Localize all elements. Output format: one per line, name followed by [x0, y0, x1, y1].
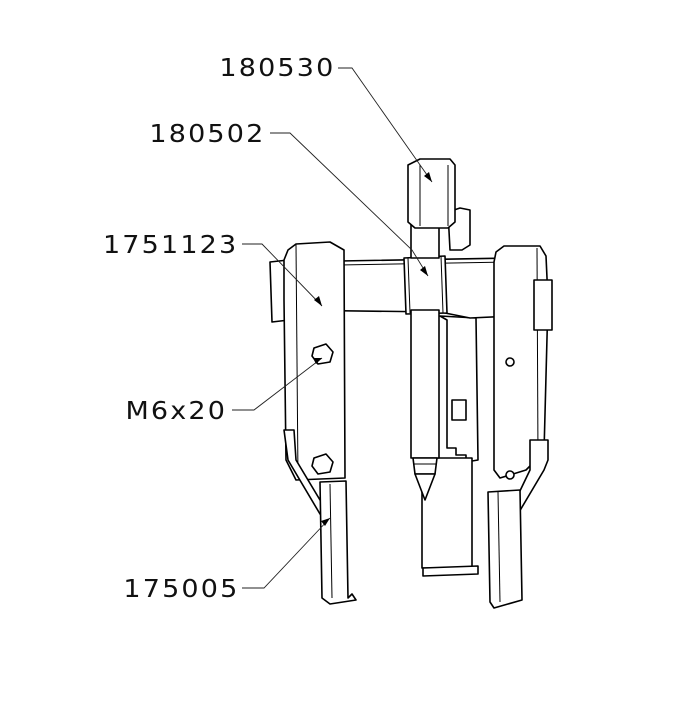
callout-label-m6x20: M6x20 — [125, 396, 227, 425]
callout-label-180502: 180502 — [148, 119, 265, 148]
callout-label-1751123: 1751123 — [102, 230, 238, 259]
leader-175005 — [242, 517, 331, 589]
spindle — [407, 158, 456, 501]
leader-m6x20 — [232, 357, 323, 411]
callout-label-175005: 175005 — [122, 574, 239, 603]
leader-180530 — [338, 67, 433, 183]
leader-180502 — [270, 132, 429, 277]
leader-1751123 — [242, 243, 323, 307]
callout-label-180530: 180530 — [218, 53, 335, 82]
right-arm — [487, 245, 553, 609]
leader-lines — [232, 67, 433, 589]
